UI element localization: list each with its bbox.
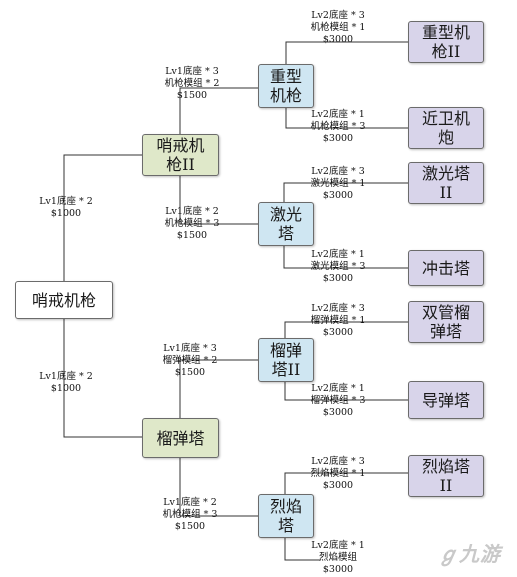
node-sentry-gun-ii: 哨戒机 枪II: [142, 134, 219, 176]
node-heavy-machine-gun-ii: 重型机 枪II: [408, 21, 484, 63]
watermark-icon: ℊ: [438, 542, 459, 566]
node-missile-tower: 导弹塔: [408, 381, 484, 419]
watermark-text: 九游: [459, 542, 501, 566]
label-root-to-sentry-gun-ii: Lv1底座 * 2$1000: [39, 196, 93, 219]
watermark-logo: ℊ九游: [438, 538, 501, 567]
node-mortar-tower: 榴弹塔: [142, 418, 219, 458]
node-flame-tower: 烈焰 塔: [258, 494, 314, 538]
node-laser-tower: 激光 塔: [258, 202, 314, 246]
node-laser-tower-ii: 激光塔 II: [408, 162, 484, 204]
node-mortar-tower-ii: 榴弹 塔II: [258, 338, 314, 382]
label-root-to-mortar-tower: Lv1底座 * 2$1000: [39, 371, 93, 394]
node-shock-tower: 冲击塔: [408, 250, 484, 286]
node-guard-cannon: 近卫机 炮: [408, 107, 484, 149]
node-flame-tower-ii: 烈焰塔 II: [408, 455, 484, 497]
node-twin-mortar-tower: 双管榴 弹塔: [408, 301, 484, 343]
node-sentry-gun: 哨戒机枪: [15, 281, 113, 319]
node-heavy-machine-gun: 重型 机枪: [258, 64, 314, 108]
